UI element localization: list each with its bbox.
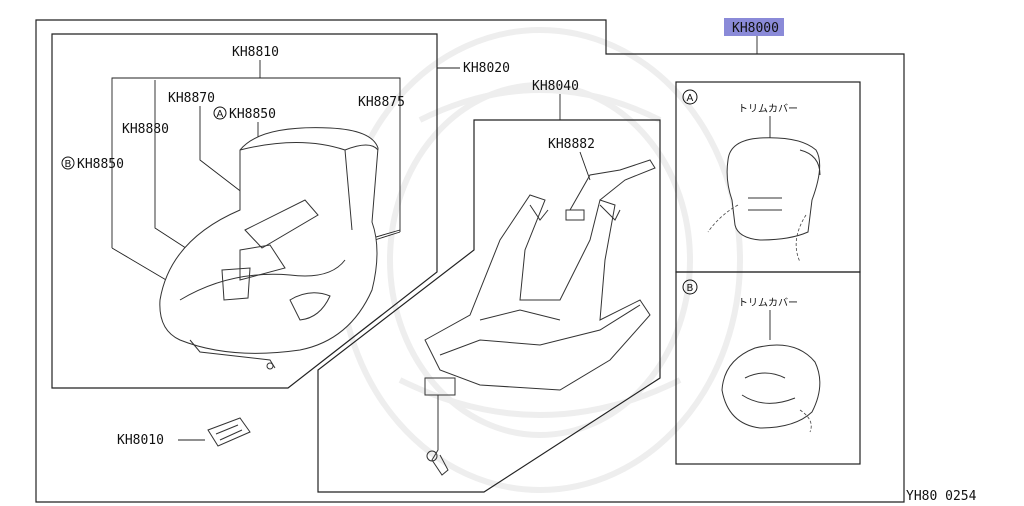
isofix-base-drawing — [424, 159, 656, 476]
label-kh8882: KH8882 — [548, 137, 595, 152]
label-kh8870: KH8870 — [168, 91, 215, 106]
main-part-highlight — [724, 18, 784, 36]
variant-b-frame — [675, 271, 861, 465]
marker-a-seat: A — [217, 109, 224, 120]
diagram-code: YH80 0254 — [906, 489, 977, 504]
variant-b-circle — [682, 279, 698, 295]
label-kh8850-a: KH8850 — [229, 107, 276, 122]
outer-frame — [35, 19, 905, 503]
base-frame — [317, 119, 661, 493]
marker-a-circle — [213, 106, 227, 120]
variant-a-caption: トリムカバー — [738, 103, 798, 115]
trim-cover-b-drawing — [721, 344, 821, 433]
label-kh8850-b: KH8850 — [77, 157, 124, 172]
label-kh8880: KH8880 — [122, 122, 169, 137]
marker-b-seat: B — [65, 159, 72, 170]
main-part-label: KH8000 — [732, 21, 779, 36]
clip-drawing — [207, 417, 251, 447]
variant-b-marker: B — [687, 283, 694, 294]
label-kh8010: KH8010 — [117, 433, 164, 448]
seat-frame — [51, 33, 438, 389]
label-kh8810: KH8810 — [232, 45, 279, 60]
label-kh8020: KH8020 — [463, 61, 510, 76]
variant-b-caption: トリムカバー — [738, 297, 798, 309]
child-seat-drawing — [159, 127, 379, 370]
trim-cover-a-drawing — [707, 137, 821, 263]
variant-a-marker: A — [687, 93, 694, 104]
marker-b-circle — [61, 156, 75, 170]
label-kh8875: KH8875 — [358, 95, 405, 110]
watermark — [337, 27, 743, 493]
label-kh8040: KH8040 — [532, 79, 579, 94]
variant-a-circle — [682, 89, 698, 105]
